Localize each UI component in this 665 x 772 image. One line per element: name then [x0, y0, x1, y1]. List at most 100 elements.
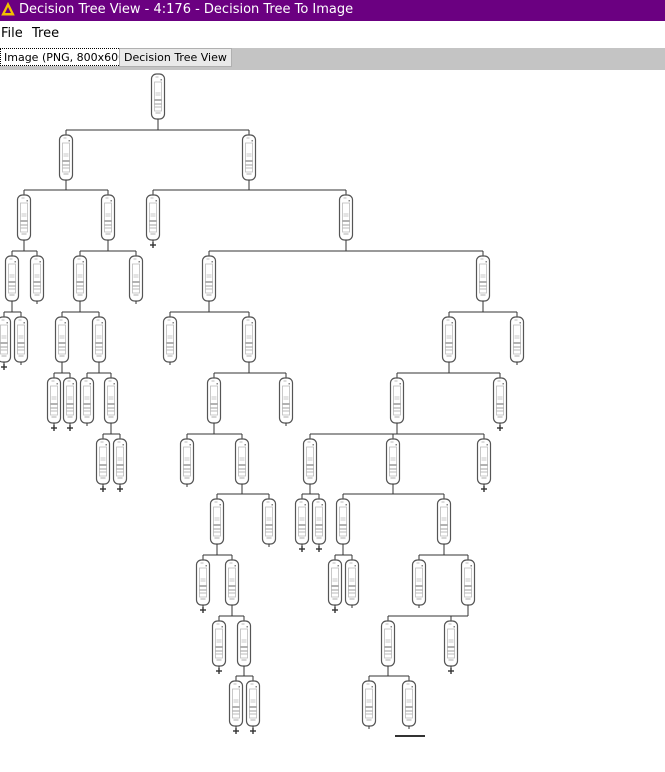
tree-node[interactable] [476, 438, 492, 492]
tree-node[interactable] [389, 377, 405, 426]
tree-node[interactable] [236, 620, 252, 669]
node-table [245, 324, 253, 355]
title-bar[interactable]: Decision Tree View - 4:176 - Decision Tr… [0, 0, 665, 21]
tree-node[interactable] [95, 438, 111, 492]
tree-node[interactable] [16, 194, 32, 243]
node-bar [514, 335, 520, 339]
tree-node[interactable] [335, 498, 351, 547]
tree-node[interactable] [241, 134, 257, 183]
tree-node[interactable] [261, 498, 277, 547]
expand-plus-icon[interactable] [299, 546, 305, 552]
tree-node[interactable] [475, 255, 491, 304]
expand-plus-icon[interactable] [216, 668, 222, 674]
tree-node-box [436, 498, 452, 545]
tree-node[interactable] [128, 255, 144, 304]
tree-node-box [145, 194, 161, 241]
node-table [183, 446, 191, 477]
tree-node-box [179, 438, 195, 485]
tree-node[interactable] [103, 377, 119, 426]
tree-node[interactable] [29, 255, 45, 304]
tree-node[interactable] [54, 316, 70, 365]
tree-node[interactable] [327, 559, 343, 613]
expand-plus-icon[interactable] [497, 425, 503, 431]
tree-node[interactable] [344, 559, 360, 608]
tree-node[interactable] [492, 377, 508, 431]
expand-plus-icon[interactable] [481, 486, 487, 492]
node-dot [288, 383, 290, 385]
tree-node[interactable] [91, 316, 107, 365]
tree-node[interactable] [302, 438, 318, 487]
tree-node[interactable] [278, 377, 294, 426]
tree-node[interactable] [112, 438, 128, 492]
tree-node[interactable] [411, 559, 427, 608]
tree-node[interactable] [72, 255, 88, 304]
tree-node[interactable] [436, 498, 452, 547]
expand-plus-icon[interactable] [448, 668, 454, 674]
menu-tree[interactable]: Tree [32, 26, 60, 41]
node-bar [150, 213, 156, 217]
tree-node[interactable] [62, 377, 78, 431]
node-dot [312, 444, 314, 446]
expand-plus-icon[interactable] [332, 607, 338, 613]
tree-node[interactable] [385, 438, 401, 487]
node-dot [89, 383, 91, 385]
tree-node[interactable] [0, 316, 12, 370]
tree-node[interactable] [209, 498, 225, 547]
expand-plus-icon[interactable] [1, 364, 7, 370]
tree-node-box [327, 559, 343, 606]
expand-plus-icon[interactable] [51, 425, 57, 431]
tree-node[interactable] [294, 498, 310, 552]
tree-node[interactable] [4, 255, 20, 304]
tree-node[interactable] [245, 680, 261, 734]
tree-node[interactable] [361, 680, 377, 729]
tree-node[interactable] [150, 73, 166, 122]
tree-node[interactable] [145, 194, 161, 248]
menu-file[interactable]: File [1, 26, 23, 41]
expand-plus-icon[interactable] [316, 546, 322, 552]
tree-node[interactable] [46, 377, 62, 431]
node-bar [416, 578, 422, 582]
tree-node[interactable] [201, 255, 217, 304]
expand-plus-icon[interactable] [200, 607, 206, 613]
tree-node[interactable] [179, 438, 195, 487]
tree-node[interactable] [401, 680, 417, 729]
tree-node[interactable] [195, 559, 211, 613]
tree-node[interactable] [441, 316, 457, 365]
expand-plus-icon[interactable] [150, 242, 156, 248]
tree-node[interactable] [211, 620, 227, 674]
tab-image-png[interactable]: Image (PNG, 800x600) [0, 48, 134, 66]
tree-node[interactable] [79, 377, 95, 426]
tree-node[interactable] [311, 498, 327, 552]
tree-node[interactable] [162, 316, 178, 365]
node-table [199, 567, 207, 598]
tree-node[interactable] [460, 559, 476, 608]
node-table [306, 446, 314, 477]
expand-plus-icon[interactable] [250, 728, 256, 734]
tree-node[interactable] [241, 316, 257, 365]
tree-node-box [460, 559, 476, 606]
tree-node[interactable] [228, 680, 244, 734]
tab-decision-tree-view[interactable]: Decision Tree View [119, 48, 232, 67]
tree-node[interactable] [13, 316, 29, 365]
tree-node[interactable] [443, 620, 459, 674]
expand-plus-icon[interactable] [67, 425, 73, 431]
tree-node[interactable] [234, 438, 250, 487]
node-dot [321, 504, 323, 506]
expand-plus-icon[interactable] [100, 486, 106, 492]
expand-plus-icon[interactable] [117, 486, 123, 492]
tree-node[interactable] [100, 194, 116, 243]
tree-node[interactable] [338, 194, 354, 243]
node-bar [394, 396, 400, 400]
node-dot [246, 626, 248, 628]
node-dot [371, 686, 373, 688]
tree-node[interactable] [380, 620, 396, 669]
tree-node[interactable] [509, 316, 525, 365]
expand-plus-icon[interactable] [233, 728, 239, 734]
tree-node[interactable] [224, 559, 240, 608]
node-table [445, 324, 453, 355]
tree-node[interactable] [58, 134, 74, 183]
tree-node-box [112, 438, 128, 485]
decision-tree-canvas [0, 70, 665, 768]
tree-node[interactable] [206, 377, 222, 426]
tree-node-box [475, 255, 491, 302]
